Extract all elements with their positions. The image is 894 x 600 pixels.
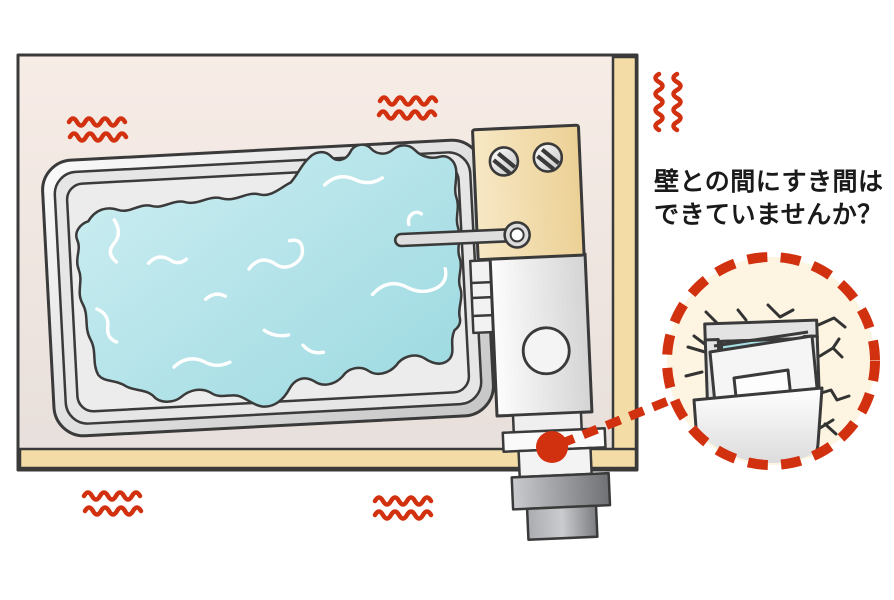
heat-wave-icon — [84, 493, 141, 515]
bath-water — [75, 143, 463, 408]
bathtub — [41, 138, 495, 438]
magnifier-callout — [662, 252, 880, 470]
drain-pipe-lower — [525, 504, 599, 541]
heat-wave-icon — [656, 74, 681, 130]
wall-crack-lines — [684, 303, 851, 436]
magnifier-dashed-ring — [662, 252, 880, 470]
enclosure-outline — [16, 53, 639, 472]
caption-line-1: 壁との間にすき間は — [654, 168, 884, 196]
water-heater-unit — [393, 123, 612, 541]
screw-icon — [488, 146, 520, 177]
caption-text: 壁との間にすき間は できていませんか？ — [654, 166, 890, 232]
heater-knob — [521, 326, 571, 376]
caption-line-2: できていませんか？ — [654, 201, 883, 229]
wall-right-panel — [611, 55, 638, 470]
water-wave-lines — [95, 175, 448, 369]
callout-connector — [558, 396, 670, 449]
gap-detail — [692, 318, 824, 463]
drain-pipe-upper — [510, 471, 612, 511]
gap-indicator-dot — [536, 431, 568, 463]
sensor-rod — [393, 221, 531, 249]
separated-cover — [692, 386, 824, 463]
screw-icon — [532, 142, 564, 173]
heat-wave-icon — [375, 498, 431, 519]
